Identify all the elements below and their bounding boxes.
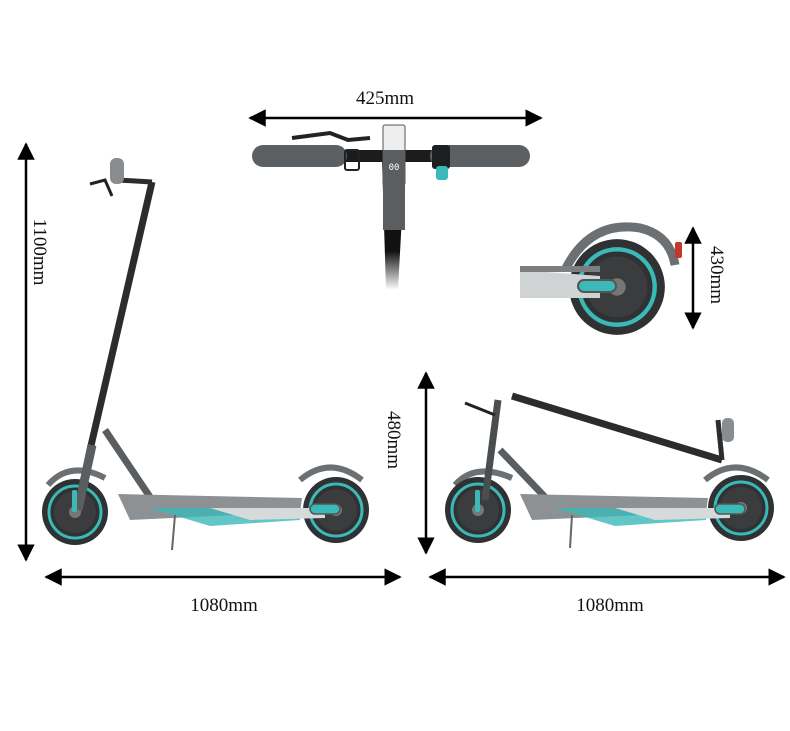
folded-height-label: 480mm (383, 411, 404, 469)
rear-wheel-detail (520, 222, 682, 335)
handlebar-width-label: 425mm (356, 88, 414, 109)
unfolded-scooter-side-view (40, 158, 371, 551)
total-height-label: 1100mm (29, 219, 50, 286)
folded-scooter-side-view (443, 392, 776, 549)
svg-text:00: 00 (389, 163, 400, 173)
wheel-height-label: 430mm (706, 246, 727, 304)
unfolded-length-label: 1080mm (190, 595, 258, 616)
folded-length-label: 1080mm (576, 595, 644, 616)
handlebar-top-view: 00 (252, 124, 530, 290)
